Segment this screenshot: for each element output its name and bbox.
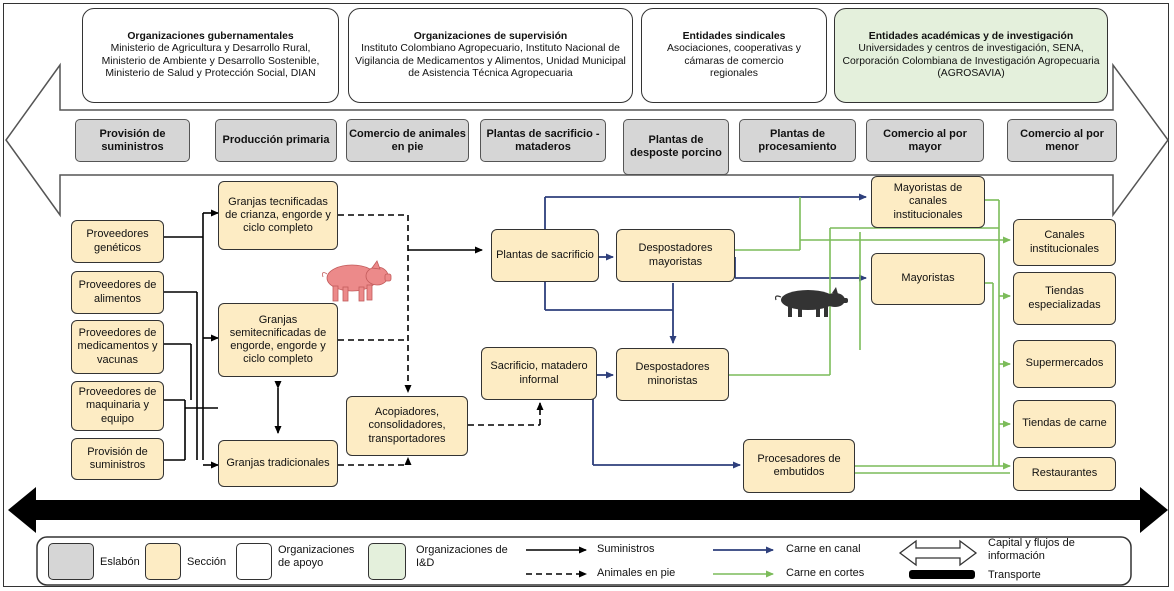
org-gubernamentales: Organizaciones gubernamentales Ministeri… xyxy=(82,8,339,103)
legend-capital: Capital y flujos de información xyxy=(988,537,1075,562)
legend-seccion: Sección xyxy=(187,556,227,568)
org-body: Asociaciones, cooperativas y cámaras de … xyxy=(667,43,801,79)
legend-org-apoyo: Organizaciones de apoyo xyxy=(278,544,355,569)
sec-restaurantes: Restaurantes xyxy=(1013,457,1116,491)
link-comercio-menor: Comercio al por menor xyxy=(1007,119,1117,162)
sec-sacrificio-informal: Sacrificio, matadero informal xyxy=(481,347,597,400)
org-title: Entidades sindicales xyxy=(682,30,786,42)
sec-canales-institucionales: Canales institucionales xyxy=(1013,219,1116,266)
sec-prov-medicamentos: Proveedores de medicamentos y vacunas xyxy=(71,320,164,374)
sec-prov-geneticos: Proveedores genéticos xyxy=(71,220,164,263)
legend-transporte: Transporte xyxy=(988,569,1041,581)
legend-box xyxy=(36,536,1132,586)
sec-tiendas-carne: Tiendas de carne xyxy=(1013,400,1116,448)
sec-desp-minoristas: Despostadores minoristas xyxy=(616,348,729,401)
legend-swatch-seccion xyxy=(145,543,181,580)
legend-swatch-apoyo xyxy=(236,543,272,580)
transport-arrow xyxy=(8,487,1168,533)
legend-swatch-eslabon xyxy=(48,543,94,580)
sec-supermercados: Supermercados xyxy=(1013,340,1116,388)
sec-procesadores: Procesadores de embutidos xyxy=(743,439,855,493)
link-provision: Provisión de suministros xyxy=(75,119,190,162)
legend-eslabon: Eslabón xyxy=(100,556,140,568)
org-title: Entidades académicas y de investigación xyxy=(868,30,1074,42)
link-comercio-pie: Comercio de animales en pie xyxy=(346,119,469,162)
sec-mayoristas-canales: Mayoristas de canales institucionales xyxy=(871,176,985,228)
legend-swatch-id xyxy=(368,543,406,580)
sec-provision-suministros: Provisión de suministros xyxy=(71,438,164,480)
sec-desp-mayoristas: Despostadores mayoristas xyxy=(616,229,735,282)
sec-granjas-tradicionales: Granjas tradicionales xyxy=(218,440,338,487)
sec-granjas-semitecnificadas: Granjas semitecnificadas de engorde, eng… xyxy=(218,303,338,377)
pink-pig-icon xyxy=(322,260,392,302)
link-procesamiento: Plantas de procesamiento xyxy=(739,119,856,162)
sec-acopiadores: Acopiadores, consolidadores, transportad… xyxy=(346,396,468,456)
sec-prov-maquinaria: Proveedores de maquinaria y equipo xyxy=(71,381,164,431)
org-body: Instituto Colombiano Agropecuario, Insti… xyxy=(355,43,626,79)
org-supervision: Organizaciones de supervisión Instituto … xyxy=(348,8,633,103)
black-pig-icon xyxy=(774,287,848,317)
org-academicas: Entidades académicas y de investigación … xyxy=(834,8,1108,103)
link-produccion: Producción primaria xyxy=(215,119,337,162)
sec-granjas-tecnificadas: Granjas tecnificadas de crianza, engorde… xyxy=(218,181,338,250)
link-comercio-mayor: Comercio al por mayor xyxy=(866,119,984,162)
sec-tiendas-especializadas: Tiendas especializadas xyxy=(1013,272,1116,325)
legend-carne-cortes: Carne en cortes xyxy=(786,567,865,579)
legend-carne-canal: Carne en canal xyxy=(786,543,861,555)
link-plantas-sacrificio: Plantas de sacrificio - mataderos xyxy=(480,119,606,162)
link-desposte: Plantas de desposte porcino xyxy=(623,119,729,175)
org-sindicales: Entidades sindicales Asociaciones, coope… xyxy=(641,8,827,103)
legend-suministros: Suministros xyxy=(597,543,655,555)
sec-prov-alimentos: Proveedores de alimentos xyxy=(71,271,164,314)
sec-plantas-sacrificio: Plantas de sacrificio xyxy=(491,229,599,282)
org-title: Organizaciones de supervisión xyxy=(413,30,568,42)
legend-org-id: Organizaciones de I&D xyxy=(416,544,508,569)
sec-mayoristas: Mayoristas xyxy=(871,253,985,305)
org-title: Organizaciones gubernamentales xyxy=(127,30,294,42)
legend-animales-pie: Animales en pie xyxy=(597,567,676,579)
org-body: Ministerio de Agricultura y Desarrollo R… xyxy=(101,43,320,79)
org-body: Universidades y centros de investigación… xyxy=(842,43,1100,79)
diagram-frame xyxy=(3,3,1169,587)
